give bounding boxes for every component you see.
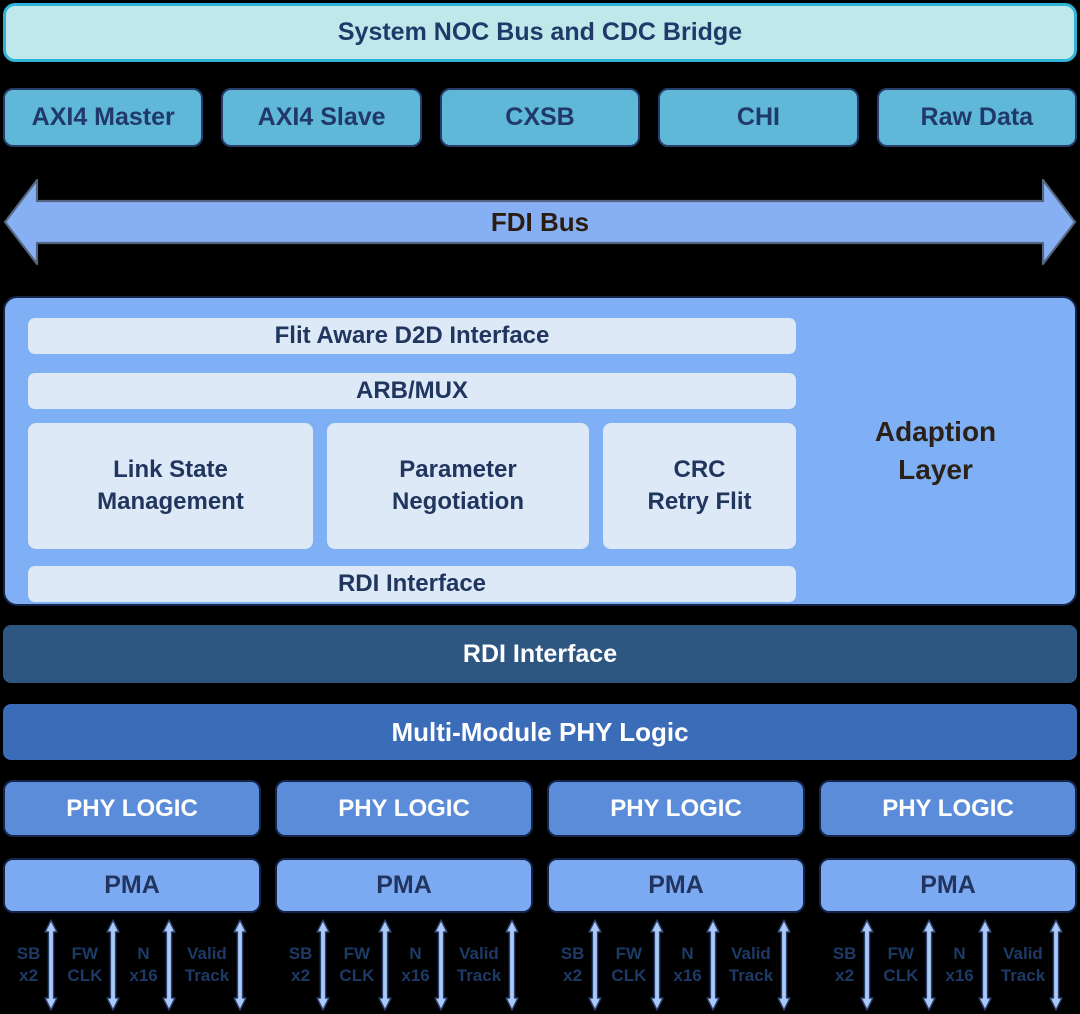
signals-row: SB x2 FW CLK N x16 bbox=[3, 917, 1077, 1013]
bidirectional-arrow-icon bbox=[316, 919, 331, 1011]
signal-label-valid-track: Valid Track bbox=[1000, 943, 1046, 985]
bidirectional-arrow-icon bbox=[378, 919, 393, 1011]
signal-label-valid-track: Valid Track bbox=[728, 943, 774, 985]
bidirectional-arrow-icon bbox=[588, 919, 603, 1011]
signal-pair-sb: SB x2 bbox=[833, 919, 875, 1011]
pma-block: PMA bbox=[547, 858, 805, 913]
signal-label-sb: SB x2 bbox=[560, 943, 585, 985]
system-noc-bus-label: System NOC Bus and CDC Bridge bbox=[337, 18, 743, 46]
signal-pair-fwclk: FW CLK bbox=[339, 919, 393, 1011]
signal-pair-n16: N x16 bbox=[129, 919, 176, 1011]
bidirectional-arrow-icon bbox=[434, 919, 448, 1011]
signal-group-3: SB x2 FW CLK N x16 bbox=[547, 917, 805, 1013]
signal-label-n16: N x16 bbox=[401, 943, 430, 985]
protocol-box-cxsb: CXSB bbox=[439, 88, 641, 147]
signal-pair-n16: N x16 bbox=[401, 919, 448, 1011]
signal-group-1: SB x2 FW CLK N x16 bbox=[3, 917, 261, 1013]
bidirectional-arrow-icon bbox=[922, 919, 937, 1011]
bidirectional-arrow-icon bbox=[706, 919, 720, 1011]
bidirectional-arrow-icon bbox=[860, 919, 875, 1011]
bidirectional-arrow-icon bbox=[777, 919, 791, 1011]
signal-pair-fwclk: FW CLK bbox=[883, 919, 937, 1011]
protocol-label: CXSB bbox=[505, 103, 575, 131]
signal-group-4: SB x2 FW CLK N x16 bbox=[819, 917, 1077, 1013]
system-noc-bus-block: System NOC Bus and CDC Bridge bbox=[3, 3, 1077, 62]
protocol-label: CHI bbox=[736, 103, 780, 131]
bidirectional-arrow-icon bbox=[650, 919, 665, 1011]
protocol-box-axi4-master: AXI4 Master bbox=[3, 88, 204, 147]
signal-pair-valid-track: Valid Track bbox=[457, 919, 519, 1011]
phy-logic-block: PHY LOGIC bbox=[3, 780, 261, 837]
signal-pair-sb: SB x2 bbox=[17, 919, 59, 1011]
signal-label-fwclk: FW CLK bbox=[883, 943, 919, 985]
signal-pair-n16: N x16 bbox=[945, 919, 992, 1011]
signal-label-fwclk: FW CLK bbox=[339, 943, 375, 985]
bidirectional-arrow-icon bbox=[233, 919, 247, 1011]
pma-row: PMA PMA PMA PMA bbox=[3, 858, 1077, 913]
bidirectional-arrow-icon bbox=[44, 919, 59, 1011]
protocol-box-chi: CHI bbox=[658, 88, 859, 147]
flit-aware-d2d-interface-block: Flit Aware D2D Interface bbox=[28, 318, 796, 354]
signal-label-valid-track: Valid Track bbox=[184, 943, 230, 985]
mm-bar-label: Multi-Module PHY Logic bbox=[391, 716, 689, 747]
signal-label-fwclk: FW CLK bbox=[67, 943, 103, 985]
protocol-box-axi4-slave: AXI4 Slave bbox=[221, 88, 422, 147]
rdi-interface-inner-block: RDI Interface bbox=[28, 566, 796, 602]
fdi-bus-block: FDI Bus bbox=[3, 178, 1077, 266]
fdi-bus-double-arrow-icon bbox=[3, 178, 1077, 266]
protocol-label: AXI4 Master bbox=[31, 103, 175, 131]
rdi-inner-label: RDI Interface bbox=[337, 570, 487, 597]
signal-pair-n16: N x16 bbox=[673, 919, 720, 1011]
signal-pair-valid-track: Valid Track bbox=[1001, 919, 1063, 1011]
signal-label-n16: N x16 bbox=[673, 943, 702, 985]
adaption-layer-title: Adaption Layer bbox=[874, 416, 997, 485]
fdi-bus-label: FDI Bus bbox=[490, 206, 590, 237]
phy-logic-block: PHY LOGIC bbox=[547, 780, 805, 837]
bidirectional-arrow-icon bbox=[505, 919, 519, 1011]
bidirectional-arrow-icon bbox=[978, 919, 992, 1011]
bidirectional-arrow-icon bbox=[106, 919, 121, 1011]
bidirectional-arrow-icon bbox=[162, 919, 176, 1011]
signal-label-sb: SB x2 bbox=[832, 943, 857, 985]
bidirectional-arrow-icon bbox=[1049, 919, 1063, 1011]
arb-mux-block: ARB/MUX bbox=[28, 373, 796, 409]
signal-pair-sb: SB x2 bbox=[289, 919, 331, 1011]
crc-retry-flit-block: CRC Retry Flit bbox=[603, 423, 796, 549]
arb-mux-label: ARB/MUX bbox=[356, 377, 468, 404]
signal-pair-fwclk: FW CLK bbox=[611, 919, 665, 1011]
flit-aware-label: Flit Aware D2D Interface bbox=[274, 322, 550, 349]
signal-label-n16: N x16 bbox=[945, 943, 974, 985]
signal-label-valid-track: Valid Track bbox=[456, 943, 502, 985]
multi-module-phy-logic-bar: Multi-Module PHY Logic bbox=[3, 704, 1077, 760]
protocol-label: Raw Data bbox=[920, 103, 1034, 131]
rdi-interface-bar: RDI Interface bbox=[3, 625, 1077, 683]
signal-label-sb: SB x2 bbox=[288, 943, 313, 985]
parameter-negotiation-block: Parameter Negotiation bbox=[327, 423, 589, 549]
signal-label-fwclk: FW CLK bbox=[611, 943, 647, 985]
link-state-management-block: Link State Management bbox=[28, 423, 313, 549]
adaption-mid-row: Link State Management Parameter Negotiat… bbox=[28, 423, 796, 549]
phy-logic-block: PHY LOGIC bbox=[275, 780, 533, 837]
pma-block: PMA bbox=[819, 858, 1077, 913]
pma-block: PMA bbox=[275, 858, 533, 913]
pma-block: PMA bbox=[3, 858, 261, 913]
signal-pair-sb: SB x2 bbox=[561, 919, 603, 1011]
protocol-box-raw-data: Raw Data bbox=[876, 88, 1078, 147]
protocol-row: AXI4 Master AXI4 Slave CXSB CHI Raw Data bbox=[3, 88, 1078, 147]
phy-logic-row: PHY LOGIC PHY LOGIC PHY LOGIC PHY LOGIC bbox=[3, 780, 1077, 837]
signal-label-sb: SB x2 bbox=[16, 943, 41, 985]
signal-group-2: SB x2 FW CLK N x16 bbox=[275, 917, 533, 1013]
adaption-layer-block: Flit Aware D2D Interface ARB/MUX Link St… bbox=[3, 296, 1077, 606]
signal-pair-fwclk: FW CLK bbox=[67, 919, 121, 1011]
signal-pair-valid-track: Valid Track bbox=[185, 919, 247, 1011]
phy-logic-block: PHY LOGIC bbox=[819, 780, 1077, 837]
protocol-label: AXI4 Slave bbox=[257, 103, 386, 131]
rdi-bar-label: RDI Interface bbox=[462, 639, 618, 668]
signal-label-n16: N x16 bbox=[129, 943, 158, 985]
signal-pair-valid-track: Valid Track bbox=[729, 919, 791, 1011]
adaption-layer-stack: Flit Aware D2D Interface ARB/MUX Link St… bbox=[28, 318, 796, 604]
